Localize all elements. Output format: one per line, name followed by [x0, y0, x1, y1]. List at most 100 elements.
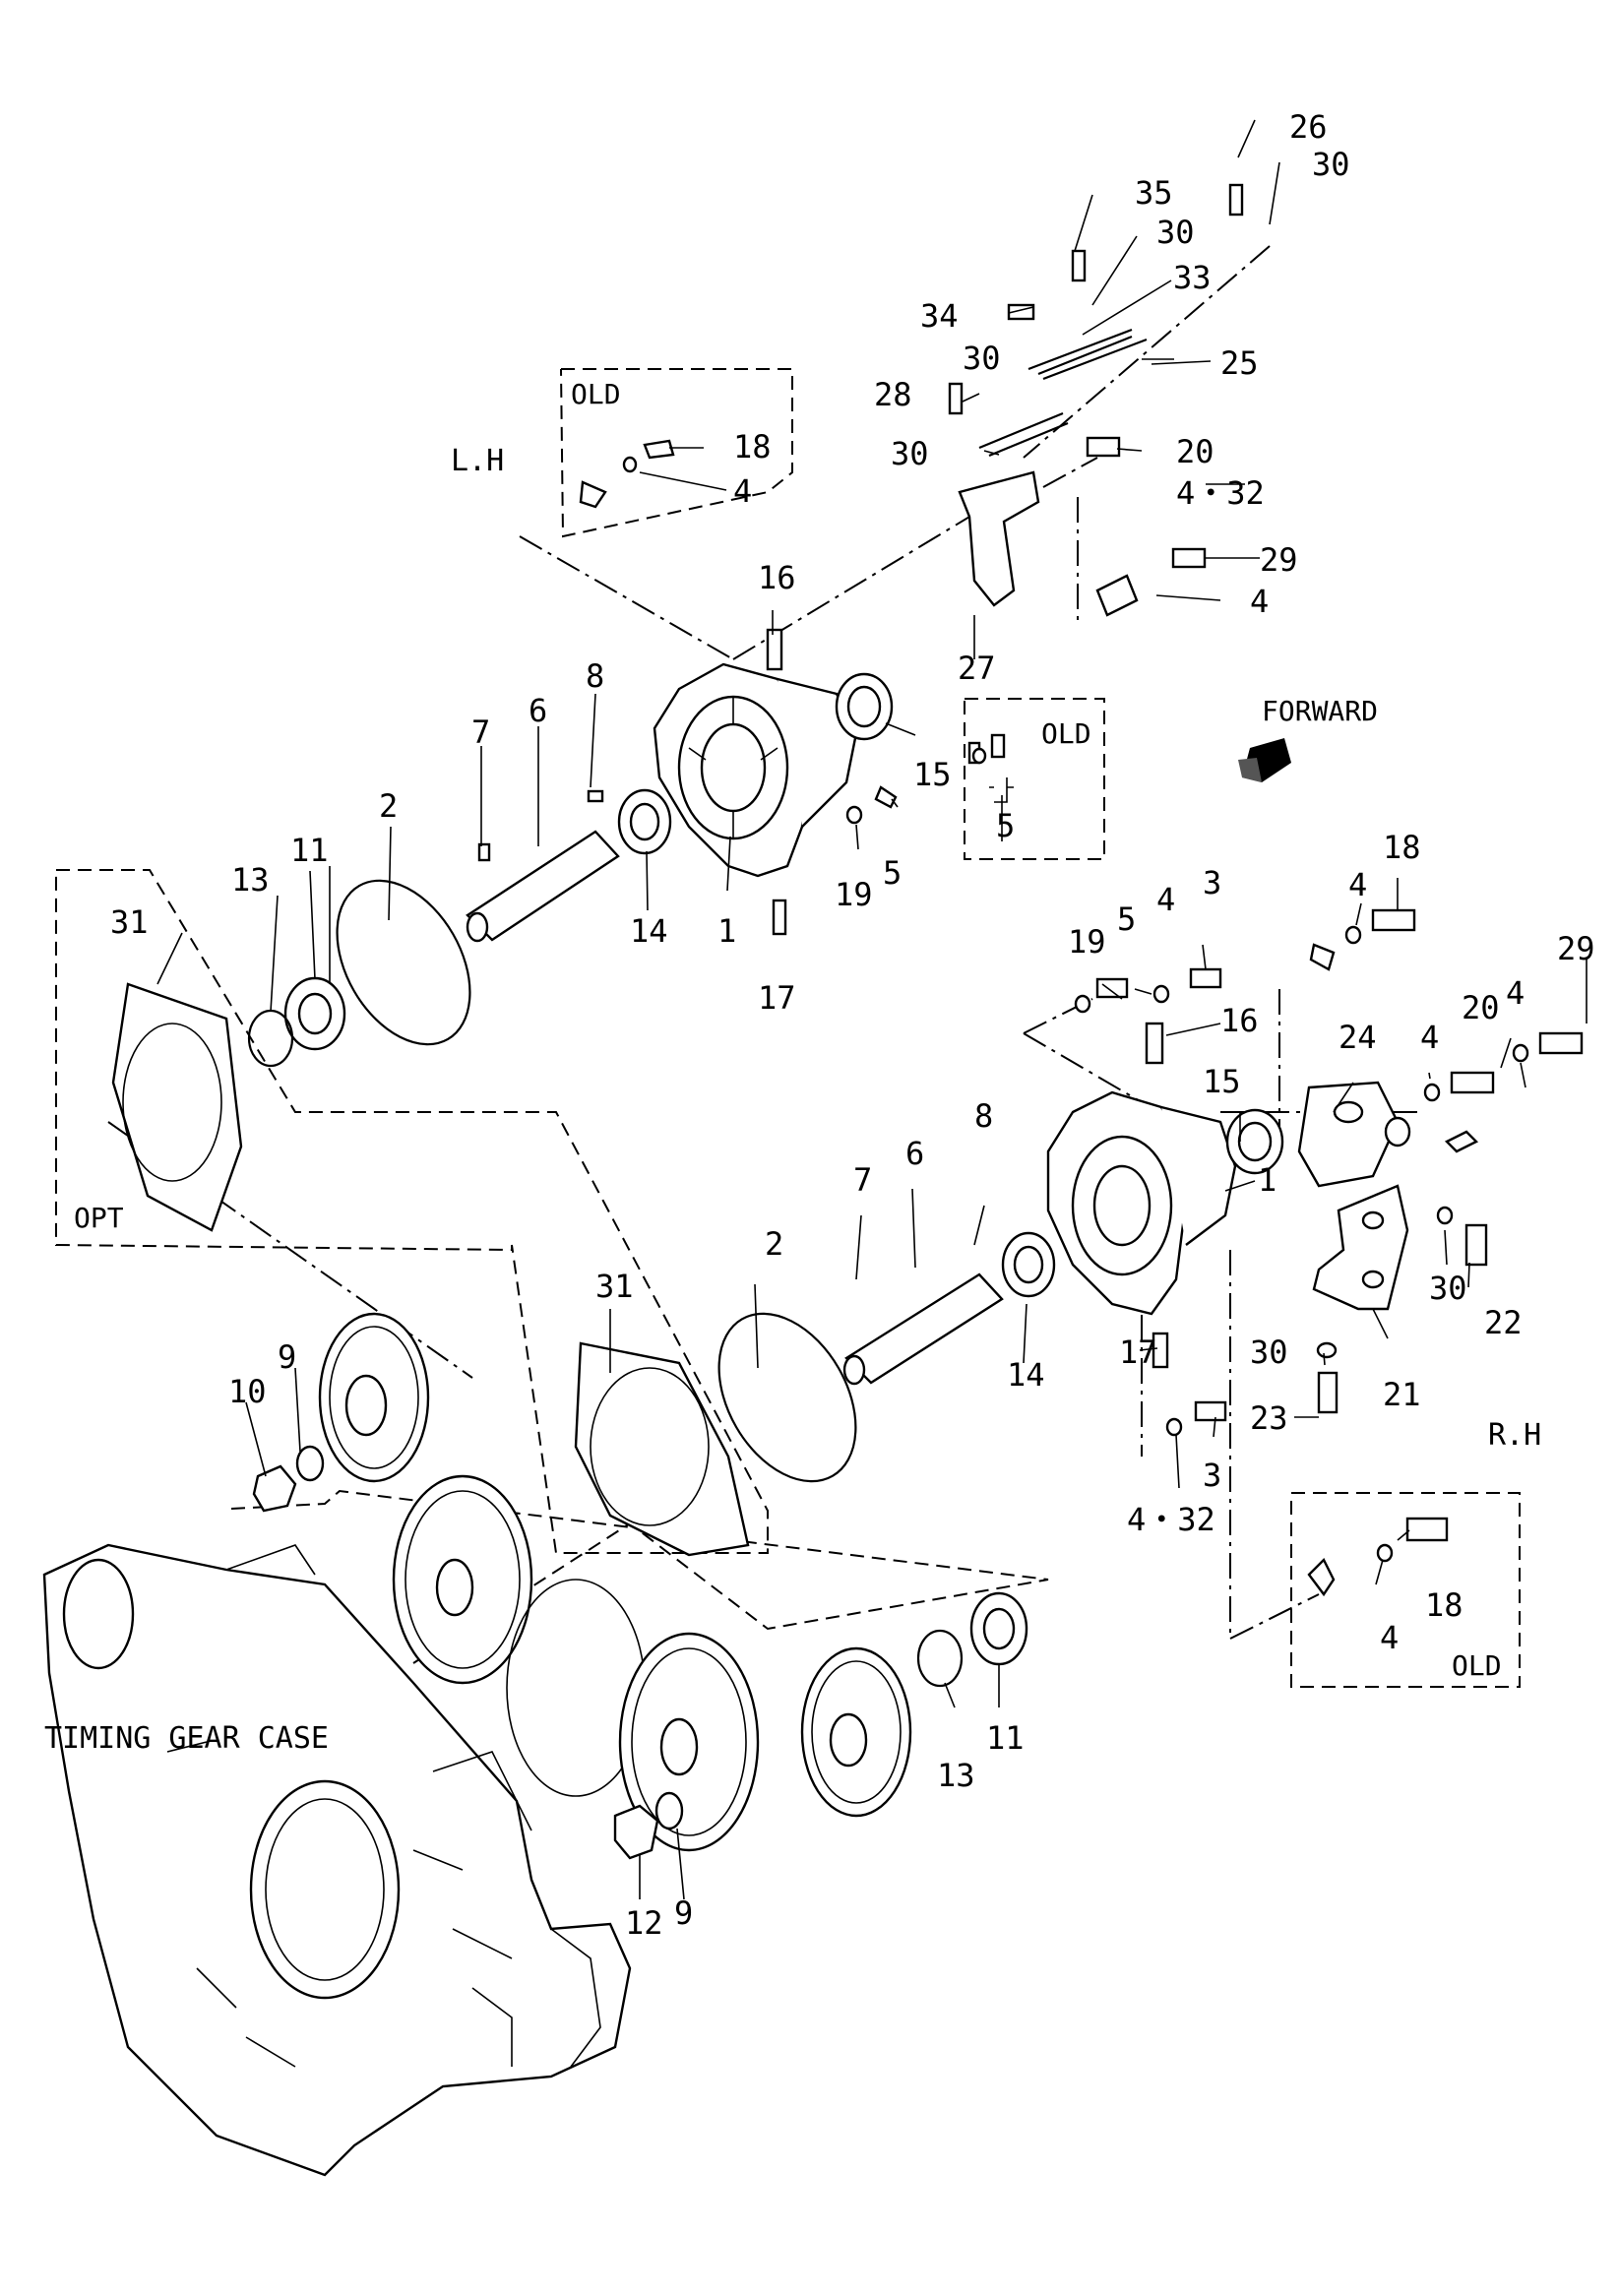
label-old-mid: OLD	[1041, 717, 1091, 750]
gear-middle	[392, 1474, 533, 1685]
callout-5: 5	[883, 854, 902, 892]
label-timing-gear-case: TIMING GEAR CASE	[44, 1721, 329, 1756]
callout-30: 30	[963, 340, 1001, 377]
callout-4: 4	[1348, 866, 1367, 903]
callout-numbers: 26 30 35 30 33 34 30 25 28 30 20 4・32 29…	[110, 108, 1595, 1942]
timing-gear-case	[42, 1543, 632, 2177]
lh-shaft-6	[466, 830, 620, 943]
rh-bearing-15	[1225, 1108, 1284, 1175]
callout-9: 9	[278, 1338, 296, 1376]
label-old-lh: OLD	[571, 378, 621, 410]
callout-11: 11	[986, 1719, 1025, 1757]
callout-16: 16	[758, 559, 796, 596]
bearing-11-lower	[969, 1591, 1028, 1666]
callout-26: 26	[1289, 108, 1328, 146]
callout-18: 18	[1383, 829, 1421, 866]
callout-28: 28	[874, 376, 912, 413]
callout-29: 29	[1557, 930, 1595, 967]
callout-4: 4	[1250, 583, 1269, 620]
axis-line-opt	[107, 1121, 473, 1379]
label-lh: L.H	[451, 444, 504, 478]
leader-lines-box	[989, 777, 1014, 803]
callout-30: 30	[1250, 1334, 1288, 1371]
callout-18: 18	[733, 428, 772, 465]
leader-lines	[156, 119, 1588, 1900]
label-forward: FORWARD	[1262, 695, 1378, 727]
lh-fittings	[477, 439, 898, 936]
label-old-rh: OLD	[1452, 1649, 1502, 1682]
old-box-lh	[560, 368, 793, 538]
callout-30: 30	[1429, 1270, 1467, 1307]
callout-18: 18	[1425, 1586, 1463, 1624]
callout-8: 8	[586, 657, 604, 695]
gear-lower-right	[800, 1646, 912, 1818]
washer-9-lower	[654, 1791, 684, 1831]
callout-33: 33	[1173, 259, 1212, 296]
callout-4: 4	[1506, 974, 1525, 1012]
lh-housing	[653, 662, 858, 878]
callout-25: 25	[1220, 344, 1259, 382]
callout-13: 13	[231, 861, 270, 899]
callout-1: 1	[717, 912, 736, 950]
callout-7: 7	[471, 714, 490, 751]
rh-bracket-24	[1297, 1081, 1411, 1188]
axis-line-lh-3	[1042, 457, 1098, 488]
opt-box	[55, 869, 769, 1554]
callout-20: 20	[1462, 989, 1500, 1026]
old-box-mid	[964, 698, 1105, 860]
lh-snapring-13	[247, 1009, 294, 1068]
callout-22: 22	[1484, 1304, 1523, 1341]
rh-oring-2	[717, 1312, 857, 1483]
snapring-13-lower	[916, 1629, 964, 1688]
callout-21: 21	[1383, 1376, 1421, 1413]
callout-27: 27	[958, 650, 996, 687]
forward-arrow-icon	[1238, 738, 1291, 782]
axis-line-rh-1	[1023, 1032, 1143, 1103]
axis-line-top	[1023, 245, 1271, 459]
lh-bracket-27	[958, 470, 1040, 607]
callout-30: 30	[1156, 214, 1195, 251]
callout-14: 14	[630, 912, 668, 950]
lh-bearing-15	[835, 672, 894, 741]
washer-9-upper	[295, 1445, 325, 1482]
label-opt: OPT	[74, 1202, 124, 1234]
rh-housing	[1046, 1090, 1237, 1316]
callout-31: 31	[595, 1268, 634, 1305]
callout-15: 15	[1203, 1063, 1241, 1100]
old-box-rh	[1290, 1492, 1521, 1688]
callout-34: 34	[920, 297, 959, 335]
callout-4: 4	[1380, 1619, 1399, 1656]
lh-plates	[948, 183, 1244, 617]
callout-14: 14	[1007, 1356, 1045, 1394]
callout-17: 17	[1119, 1334, 1157, 1371]
rh-shaft-6	[842, 1272, 1004, 1386]
callout-11: 11	[290, 832, 329, 869]
callout-3: 3	[1203, 864, 1221, 901]
rh-fittings	[967, 733, 1584, 1597]
label-rh: R.H	[1488, 1418, 1541, 1453]
callout-8: 8	[974, 1097, 993, 1135]
callout-1: 1	[1258, 1161, 1277, 1199]
callout-30: 30	[1312, 146, 1350, 183]
callout-23: 23	[1250, 1399, 1288, 1437]
lh-oring-2	[336, 879, 471, 1046]
callout-13: 13	[937, 1757, 975, 1794]
rh-bracket-21	[1312, 1184, 1409, 1311]
callout-31: 31	[110, 903, 149, 941]
callout-15: 15	[913, 756, 952, 793]
callout-9: 9	[674, 1894, 693, 1932]
callout-4: 4	[1420, 1019, 1439, 1056]
callout-2: 2	[379, 787, 398, 825]
lh-bearing-11	[283, 976, 346, 1051]
callout-19: 19	[835, 876, 873, 913]
callout-6: 6	[905, 1135, 924, 1172]
axis-line-rh-4	[1229, 1593, 1320, 1640]
callout-30: 30	[891, 435, 929, 472]
callout-5: 5	[1117, 900, 1136, 938]
callout-35: 35	[1135, 174, 1173, 212]
callout-2: 2	[765, 1225, 783, 1263]
rh-gasket-31	[574, 1341, 750, 1557]
callout-17: 17	[758, 979, 796, 1017]
callout-19: 19	[1068, 923, 1106, 961]
